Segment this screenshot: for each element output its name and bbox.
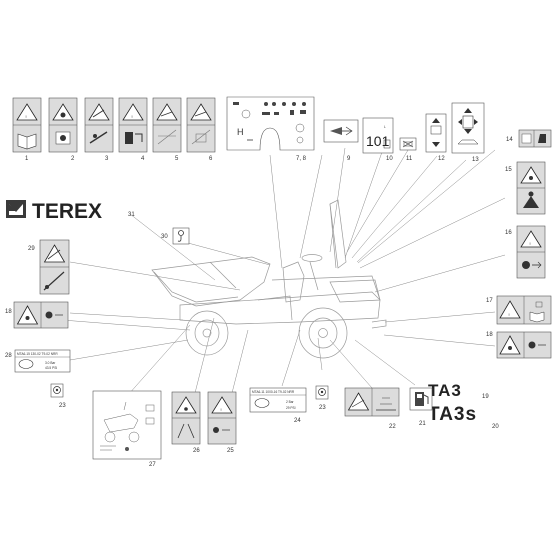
- decal-18-right: 18: [486, 331, 552, 359]
- decal-number-27: 27: [149, 462, 156, 468]
- decal-number-22: 22: [389, 424, 396, 430]
- decal-number-6: 6: [209, 156, 213, 162]
- model-logo-ta3s: TA3s: [428, 404, 477, 425]
- decal-number-9: 9: [347, 156, 351, 162]
- decal-number-15: 15: [505, 167, 512, 173]
- pressure-rear-header: MTA6-11 1000-16 T9-02 NRR: [252, 390, 295, 394]
- decal-3: 3: [84, 97, 114, 162]
- decal-7-8-dashboard: H 7, 8: [226, 96, 315, 162]
- decal-number-5: 5: [175, 156, 179, 162]
- decal-number-18-right: 18: [486, 332, 493, 338]
- decal-number-17: 17: [486, 298, 493, 304]
- decal-27-overview: 27: [92, 390, 162, 468]
- decal-number-7-8: 7, 8: [296, 156, 307, 162]
- decal-number-29: 29: [28, 246, 35, 252]
- svg-text:!: !: [26, 115, 27, 119]
- decal-number-23-center: 23: [319, 405, 326, 411]
- decal-10-unit: L: [384, 125, 386, 129]
- decal-23-left: 23: [50, 383, 66, 409]
- decal-23-center: 23: [315, 385, 329, 411]
- decal-6: 6: [186, 97, 216, 162]
- pressure-rear-psi: 29 PSI: [286, 406, 296, 410]
- model-logos: TA3 19 TA3s 20: [428, 381, 499, 430]
- decal-number-21: 21: [419, 421, 426, 427]
- decal-12: 12: [425, 113, 447, 162]
- terex-logo-text: TEREX: [32, 200, 102, 223]
- svg-text:!: !: [509, 313, 510, 317]
- terex-logo: TEREX 31: [6, 200, 135, 223]
- decal-number-11: 11: [406, 156, 413, 162]
- decal-30: 30: [161, 227, 190, 245]
- decal-number-1: 1: [25, 156, 29, 162]
- decal-number-12: 12: [438, 156, 445, 162]
- decal-number-18-left: 18: [5, 309, 12, 315]
- decal-13: 13: [451, 102, 485, 163]
- decal-18-left: 18: [5, 301, 69, 329]
- decal-number-23-left: 23: [59, 403, 66, 409]
- decal-number-25: 25: [227, 448, 234, 454]
- decal-17: ! 17: [486, 295, 552, 325]
- decal-number-19: 19: [482, 394, 489, 400]
- dumper-machine-outline: [151, 199, 387, 359]
- decal-number-16: 16: [505, 230, 512, 236]
- decal-25: ! 25: [207, 391, 237, 454]
- decal-number-30: 30: [161, 234, 168, 240]
- svg-text:!: !: [530, 242, 531, 246]
- decal-9: 9: [323, 119, 359, 162]
- decal-number-26: 26: [193, 448, 200, 454]
- svg-text:!: !: [221, 408, 222, 412]
- decal-number-4: 4: [141, 156, 145, 162]
- decal-15: 15: [505, 161, 546, 215]
- decal-10-value: 101: [366, 133, 390, 149]
- pressure-front-bar: 3.0 Bar: [45, 361, 56, 365]
- decal-number-2: 2: [71, 156, 75, 162]
- decal-16: ! 16: [505, 225, 546, 279]
- pressure-front-psi: 43.5 PSI: [45, 366, 57, 370]
- decal-10-fuel: 101 L 10: [362, 117, 393, 162]
- decal-5: 5: [152, 97, 182, 162]
- svg-text:!: !: [132, 115, 133, 119]
- decal-1: ! 1: [12, 97, 42, 162]
- decal-number-31: 31: [128, 212, 135, 218]
- decal-11: 11: [399, 137, 417, 162]
- decal-number-20: 20: [492, 424, 499, 430]
- pressure-rear-bar: 2 Bar: [286, 400, 295, 404]
- pressure-front-header: MTA6-15 130-02 T9-02 NRR: [17, 352, 58, 356]
- decal-26: 26: [171, 391, 200, 454]
- decal-2: 2: [48, 97, 78, 162]
- decal-29: 29: [28, 239, 70, 295]
- decal-number-28: 28: [5, 353, 12, 359]
- decal-number-3: 3: [105, 156, 109, 162]
- decal-21-fuel-pump: 21: [409, 387, 433, 427]
- decal-14: 14: [506, 129, 552, 148]
- leader-lines: [61, 147, 506, 396]
- decal-number-10: 10: [386, 156, 393, 162]
- decal-number-24: 24: [294, 418, 301, 424]
- model-logo-ta3: TA3: [428, 381, 462, 400]
- decal-28-pressure-front: MTA6-15 130-02 T9-02 NRR 3.0 Bar 43.5 PS…: [5, 349, 71, 373]
- decal-number-13: 13: [472, 157, 479, 163]
- decal-4: ! 4: [118, 97, 148, 162]
- decal-22: 22: [344, 387, 400, 430]
- decal-number-14: 14: [506, 137, 513, 143]
- decal-24-pressure-rear: MTA6-11 1000-16 T9-02 NRR 2 Bar 29 PSI 2…: [249, 387, 307, 424]
- gear-indicator-h: H: [237, 127, 244, 137]
